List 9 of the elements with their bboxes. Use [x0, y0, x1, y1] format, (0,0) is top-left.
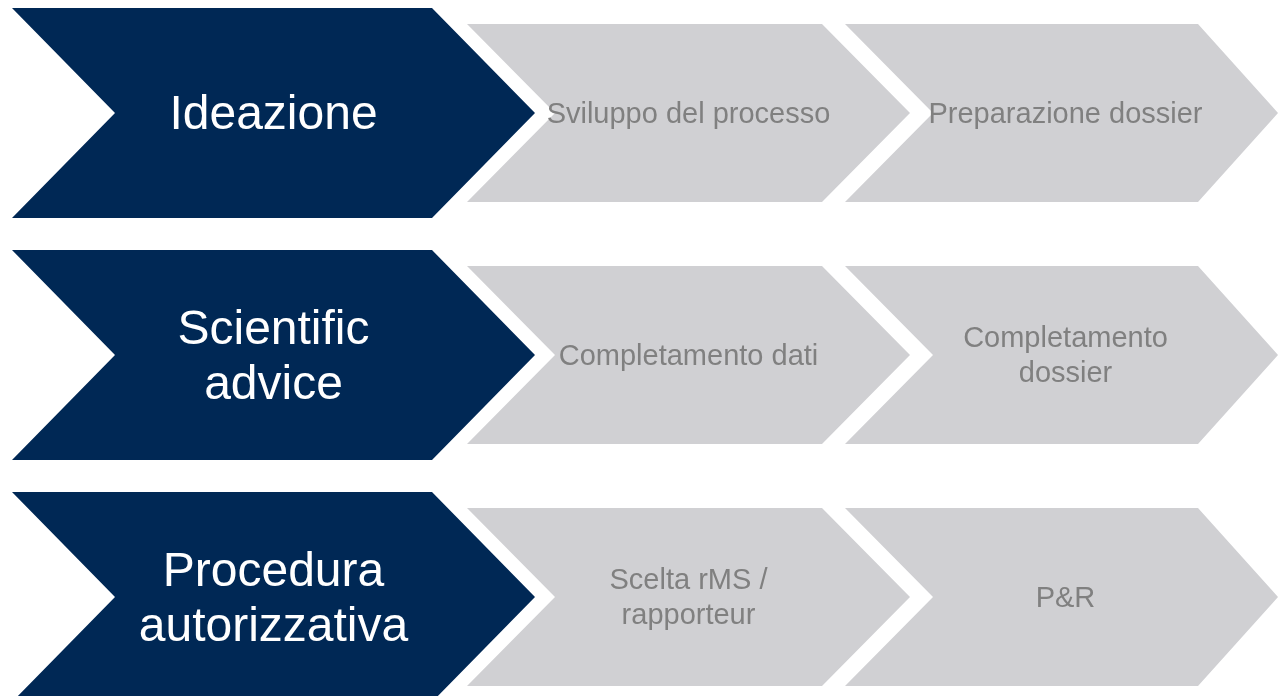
- step-label: Scientific advice: [176, 299, 371, 411]
- step-label: Scelta rMS / rapporteur: [608, 562, 769, 632]
- step-label: Completamento dossier: [962, 320, 1169, 390]
- step-label: Sviluppo del processo: [546, 95, 831, 131]
- step-label: Ideazione: [169, 85, 378, 141]
- step-label: P&R: [1035, 579, 1096, 615]
- step-label: Completamento dati: [558, 337, 819, 373]
- step-label: Preparazione dossier: [928, 95, 1203, 131]
- step-label: Procedura autorizzativa: [137, 541, 410, 653]
